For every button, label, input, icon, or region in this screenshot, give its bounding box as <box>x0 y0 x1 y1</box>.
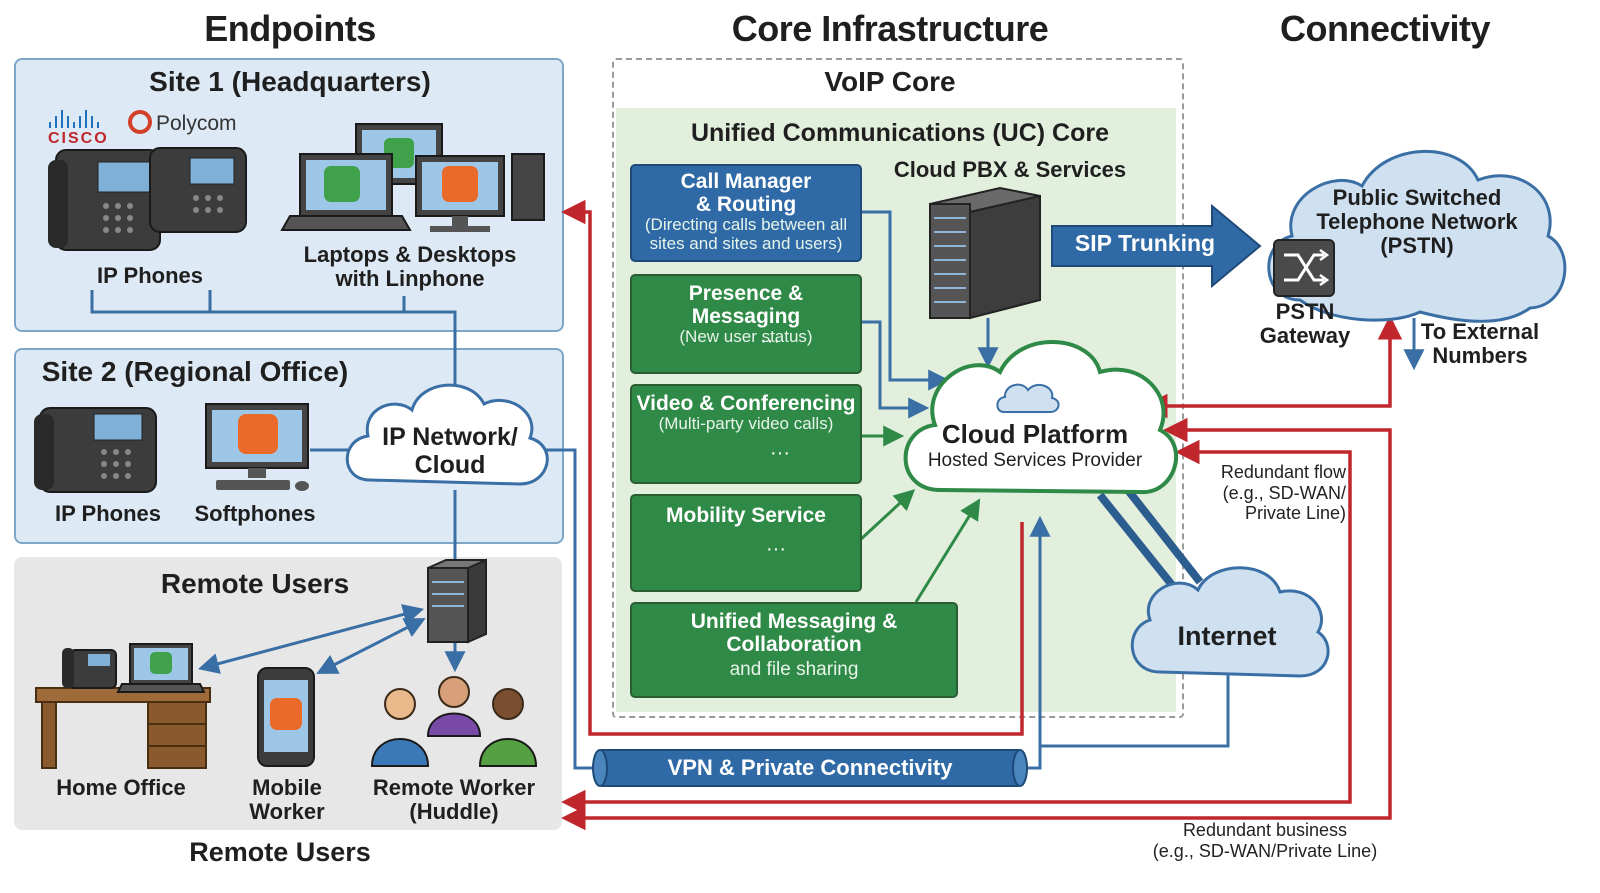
cisco-logo-icon <box>49 110 99 128</box>
pstn-cloud-icon <box>1267 149 1567 323</box>
vpn-label: VPN & Private Connectivity <box>667 755 953 780</box>
server-icon <box>427 558 487 644</box>
phone-icon <box>149 147 247 233</box>
site2-softphones-label: Softphones <box>194 501 316 526</box>
internet-links <box>1096 477 1204 598</box>
unified-messaging-title: Unified Messaging & Collaboration <box>632 604 956 656</box>
mobility-dots: ··· <box>766 538 786 560</box>
pstn-line1: Public Switched <box>1332 185 1502 210</box>
external-line1: To External <box>1420 319 1540 344</box>
cisco-logo: cisco <box>48 130 109 147</box>
um-sub: and file sharing <box>729 659 859 681</box>
call-manager-sub2: sites and sites and users) <box>649 233 843 253</box>
mobile-line2: Worker <box>249 799 325 825</box>
external-numbers-label: To External Numbers <box>1420 319 1540 369</box>
cloud-platform-sub: Hosted Services Provider <box>927 450 1143 471</box>
voip-core-title: VoIP Core <box>824 66 956 97</box>
uc-core-title: Unified Communications (UC) Core <box>690 119 1110 147</box>
people-icon <box>370 676 538 767</box>
call-manager-box[interactable]: Call Manager & Routing (Directing calls … <box>630 164 862 262</box>
call-manager-sub1: (Directing calls between all <box>644 215 848 235</box>
phone-icon <box>62 648 117 689</box>
desktop-icon <box>415 153 545 232</box>
smartphone-icon <box>257 667 315 767</box>
cloud-pbx-label: Cloud PBX & Services <box>893 157 1127 182</box>
vpn-pipe <box>592 749 1028 787</box>
core-infrastructure-title: Core Infrastructure <box>731 8 1049 49</box>
mobility-title: Mobility Service <box>666 504 826 527</box>
remote-users-title: Remote Users <box>160 568 350 599</box>
ip-network-line2: Cloud <box>414 450 486 479</box>
laptops-line1: Laptops & Desktops <box>303 242 517 267</box>
pstn-label: Public Switched Telephone Network (PSTN) <box>1300 185 1534 259</box>
presence-messaging-box[interactable]: Presence & Messaging (New user status) <box>630 274 862 374</box>
huddle-line2: (Huddle) <box>409 799 499 825</box>
site1-laptops-label: Laptops & Desktops with Linphone <box>290 242 530 292</box>
unified-messaging-box[interactable]: Unified Messaging & Collaboration and fi… <box>630 602 958 698</box>
connectivity-title: Connectivity <box>1279 8 1491 49</box>
pstn-line3: (PSTN) <box>1380 233 1454 259</box>
server-icon <box>929 186 1041 320</box>
call-manager-title2: & Routing <box>695 193 797 217</box>
home-office-label: Home Office <box>56 775 186 800</box>
endpoints-title: Endpoints <box>204 8 376 49</box>
polycom-logo-icon <box>128 110 152 134</box>
redundant-business-line2: (e.g., SD-WAN/Private Line) <box>1152 840 1378 861</box>
call-manager-title1: Call Manager <box>680 170 812 193</box>
site1-ip-phones-label: IP Phones <box>97 263 203 288</box>
pstn-line2: Telephone Network <box>1316 209 1518 235</box>
sip-trunking-label: SIP Trunking <box>1074 230 1216 256</box>
redundant-business-line1: Redundant business <box>1182 820 1348 840</box>
site2-ip-phones-label: IP Phones <box>55 501 161 526</box>
presence-sub: (New user status) <box>679 327 813 347</box>
mobility-service-box[interactable]: Mobility Service <box>630 494 862 592</box>
polycom-logo: Polycom <box>156 112 237 135</box>
presence-dots: ··· <box>760 330 780 352</box>
video-sub: (Multi-party video calls) <box>658 414 834 434</box>
video-dots: ··· <box>770 442 790 464</box>
external-line2: Numbers <box>1432 343 1528 369</box>
mobile-worker-label: Mobile Worker <box>232 775 342 825</box>
video-title: Video & Conferencing <box>636 392 856 415</box>
phone-icon <box>48 149 161 251</box>
um-title2: Collaboration <box>726 633 862 657</box>
desktop-icon <box>205 403 309 491</box>
laptops-line2: with Linphone <box>335 266 485 292</box>
site2-title: Site 2 (Regional Office) <box>41 356 349 387</box>
internet-label: Internet <box>1177 621 1277 651</box>
internet-cloud-icon <box>1130 566 1330 678</box>
redundant-business-note: Redundant business (e.g., SD-WAN/Private… <box>1130 820 1400 861</box>
cloud-platform-title: Cloud Platform <box>941 419 1129 449</box>
laptop-icon <box>116 643 206 693</box>
redundant-links <box>561 199 1403 831</box>
remote-worker-label: Remote Worker (Huddle) <box>366 775 542 825</box>
site1-title: Site 1 (Headquarters) <box>149 66 431 97</box>
redundant-flow-line1: Redundant flow <box>1220 462 1346 482</box>
um-title1: Unified Messaging & <box>690 610 898 633</box>
phone-icon <box>34 407 157 493</box>
ip-network-cloud-icon <box>345 383 549 486</box>
redundant-flow-note: Redundant flow (e.g., SD-WAN/ Private Li… <box>1190 462 1346 524</box>
cloud-platform-icon <box>903 340 1179 495</box>
pstn-gateway-line1: PSTN <box>1275 299 1335 324</box>
ip-network-line1: IP Network/ <box>382 423 518 451</box>
huddle-line1: Remote Worker <box>372 775 536 800</box>
pstn-gateway-line2: Gateway <box>1259 323 1351 349</box>
ip-network-label: IP Network/ Cloud <box>360 423 540 479</box>
pstn-gateway-label: PSTN Gateway <box>1250 299 1360 349</box>
call-manager-title: Call Manager & Routing <box>632 166 860 216</box>
laptop-icon <box>280 153 412 231</box>
remote-users-bottom-label: Remote Users <box>189 837 371 867</box>
redundant-flow-line3: Private Line) <box>1244 503 1346 524</box>
video-conferencing-box[interactable]: Video & Conferencing (Multi-party video … <box>630 384 862 484</box>
desk-icon <box>35 687 211 769</box>
presence-title: Presence & Messaging <box>688 282 804 329</box>
redundant-flow-line2: (e.g., SD-WAN/ <box>1222 482 1346 503</box>
mobile-line1: Mobile <box>252 775 322 800</box>
shuffle-icon <box>1273 239 1335 297</box>
sip-trunking-arrow <box>1051 203 1262 289</box>
